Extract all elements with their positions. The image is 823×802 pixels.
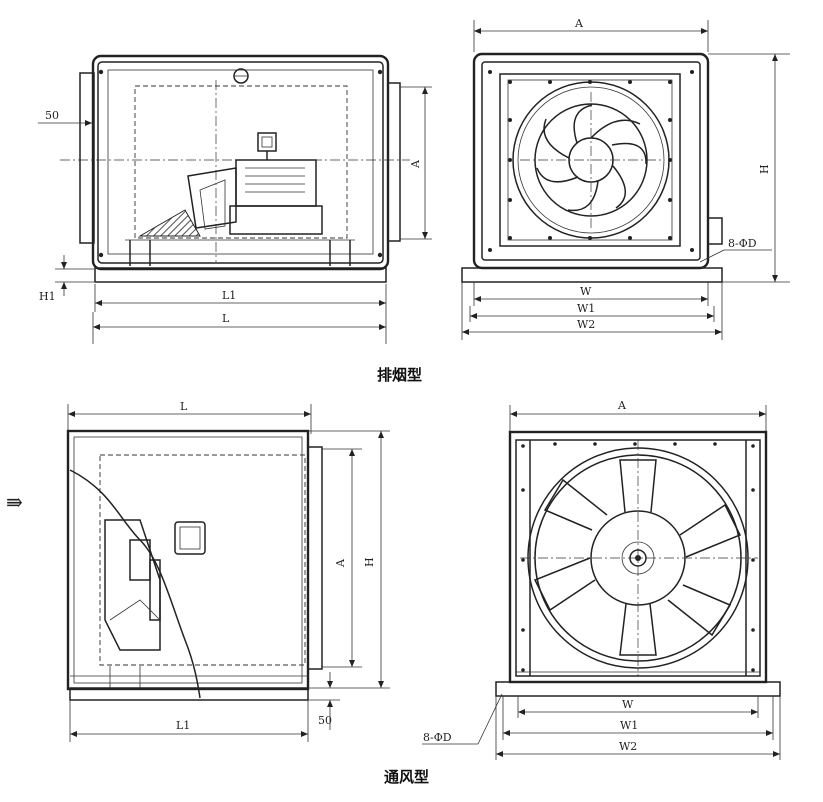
dim-label-fifty-exhaust: 50 <box>45 109 59 122</box>
dim-label-holes-vent: 8-ΦD <box>423 731 452 744</box>
dim-label-w2-exhaust: W2 <box>577 318 595 331</box>
dim-label-h1: H1 <box>39 290 56 303</box>
casing-bolts <box>521 442 755 672</box>
dim-label-a-exhaust-side: A <box>409 159 422 169</box>
ventilation-front-view: A <box>422 399 781 760</box>
dim-label-h-exhaust: H <box>758 164 771 174</box>
frame-bolts <box>488 70 694 252</box>
smoke-exhaust-front-view: A <box>461 17 790 340</box>
dim-label-holes-exhaust: 8-ΦD <box>728 237 757 250</box>
dim-label-l1-vent: L1 <box>176 719 190 732</box>
dim-label-w-exhaust: W <box>580 285 592 298</box>
dim-label-a-exhaust-front: A <box>574 17 584 30</box>
dim-label-w1-vent: W1 <box>620 719 638 732</box>
dim-label-h-vent: H <box>363 557 376 567</box>
caption-ventilation-type: 通风型 <box>384 768 429 786</box>
smoke-exhaust-side-view: 50 A H1 L1 L <box>38 54 432 344</box>
dim-label-w-vent: W <box>622 698 634 711</box>
dim-label-w2-vent: W2 <box>619 740 637 753</box>
caption-smoke-exhaust-type: 排烟型 <box>377 366 422 384</box>
dim-label-a-vent-front: A <box>617 399 627 412</box>
airflow-arrow-icon: ⇛ <box>6 490 23 514</box>
centrifugal-impeller-blades <box>536 104 647 212</box>
dim-label-l1-exhaust: L1 <box>222 289 236 302</box>
dim-label-l-exhaust: L <box>222 312 230 325</box>
dim-label-fifty-vent: 50 <box>318 714 332 727</box>
dim-label-l-vent: L <box>180 400 188 413</box>
dim-label-a-vent-side: A <box>334 558 347 568</box>
ventilation-side-view: L ⇛ A H 5 <box>6 400 390 742</box>
dim-label-w1-exhaust: W1 <box>577 302 595 315</box>
